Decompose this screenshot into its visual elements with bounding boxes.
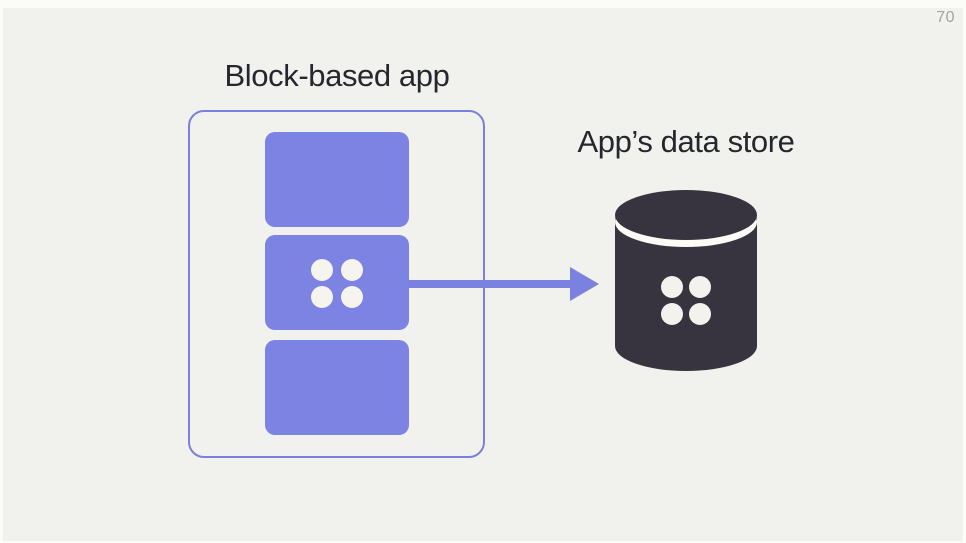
block-app-title: Block-based app	[224, 58, 450, 93]
data-store-title: App’s data store	[577, 124, 795, 159]
dot	[341, 286, 363, 308]
dot	[311, 259, 333, 281]
app-block-top	[265, 132, 409, 227]
dot	[311, 286, 333, 308]
slide-page-number: 70	[936, 9, 955, 26]
data-dots-icon	[311, 259, 363, 308]
app-block-middle	[265, 235, 409, 330]
dot	[341, 259, 363, 281]
app-block-bottom	[265, 340, 409, 435]
